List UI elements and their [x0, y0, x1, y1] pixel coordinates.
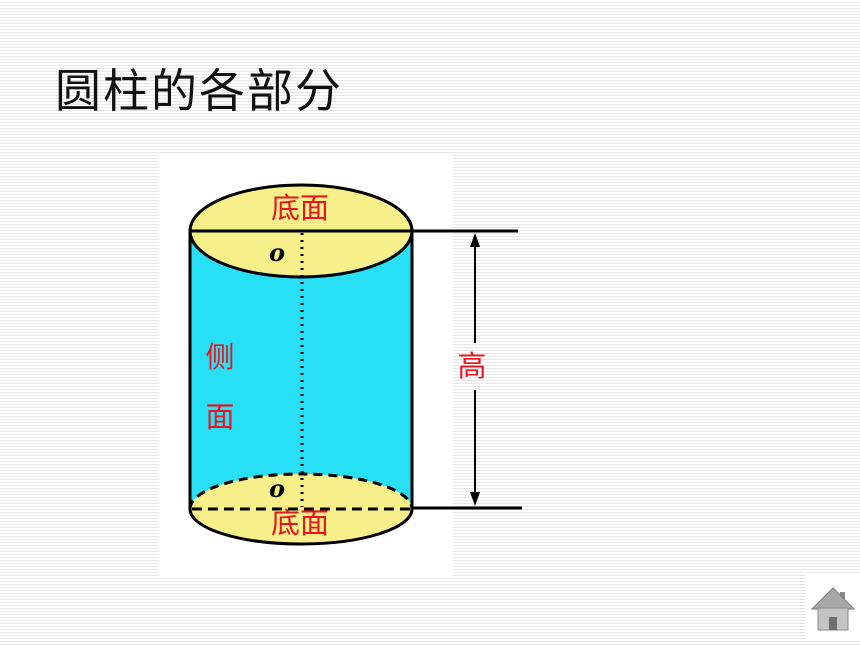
- center-bottom-label: o: [269, 474, 285, 503]
- lateral-label-line1: 侧: [205, 340, 234, 374]
- bottom-base-front-edge: [188, 508, 414, 546]
- bottom-base-back-edge: [188, 472, 414, 510]
- home-icon: [810, 587, 856, 631]
- lateral-label-line2: 面: [205, 400, 234, 434]
- bottom-base: [190, 474, 412, 544]
- height-arrowhead-down: [470, 492, 480, 506]
- height-label: 高: [457, 349, 486, 383]
- slide-title: 圆柱的各部分: [55, 64, 343, 118]
- home-button[interactable]: [806, 574, 860, 640]
- top-base-label: 底面: [271, 191, 329, 225]
- bottom-base-label: 底面: [271, 506, 329, 540]
- center-top-label: o: [269, 238, 285, 267]
- height-arrowhead-up: [470, 233, 480, 247]
